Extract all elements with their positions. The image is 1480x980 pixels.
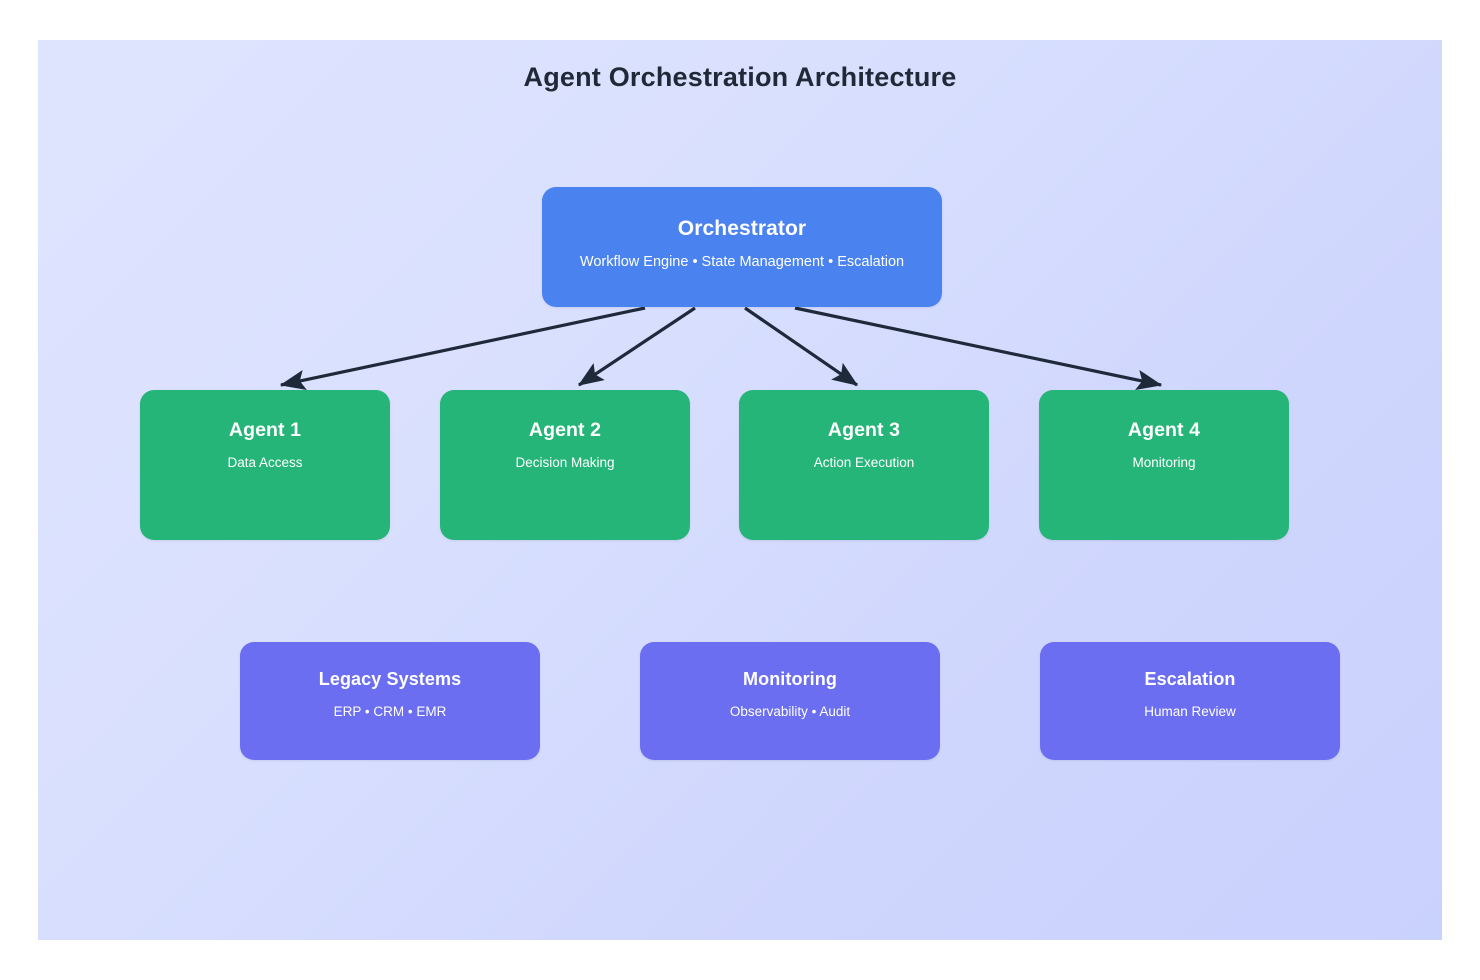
- edge-orchestrator-to-agent-2: [577, 306, 696, 387]
- node-agent-2-title: Agent 2: [528, 419, 602, 441]
- node-legacy-systems-subtitle: ERP • CRM • EMR: [333, 703, 447, 719]
- node-legacy-systems[interactable]: Legacy Systems ERP • CRM • EMR: [240, 642, 540, 760]
- node-escalation[interactable]: Escalation Human Review: [1040, 642, 1340, 760]
- node-orchestrator-subtitle: Workflow Engine • State Management • Esc…: [579, 254, 905, 271]
- node-monitoring-title: Monitoring: [743, 669, 837, 689]
- node-legacy-systems-title: Legacy Systems: [318, 669, 462, 689]
- edge-orchestrator-to-agent-1: [279, 306, 646, 390]
- node-agent-1-subtitle: Data Access: [227, 455, 303, 471]
- node-escalation-subtitle: Human Review: [1144, 703, 1236, 719]
- edge-orchestrator-to-agent-4: [794, 306, 1163, 391]
- node-orchestrator[interactable]: Orchestrator Workflow Engine • State Man…: [542, 187, 942, 307]
- node-agent-2[interactable]: Agent 2 Decision Making: [440, 390, 690, 540]
- node-agent-3-title: Agent 3: [827, 419, 901, 441]
- node-agent-3[interactable]: Agent 3 Action Execution: [739, 390, 989, 540]
- node-escalation-title: Escalation: [1144, 669, 1236, 689]
- diagram-panel: Agent Orchestration Architecture Orchest…: [38, 40, 1442, 940]
- node-orchestrator-title: Orchestrator: [677, 217, 807, 240]
- node-agent-1-title: Agent 1: [228, 419, 302, 441]
- node-agent-2-subtitle: Decision Making: [515, 455, 615, 471]
- node-agent-3-subtitle: Action Execution: [813, 455, 915, 471]
- node-agent-4[interactable]: Agent 4 Monitoring: [1039, 390, 1289, 540]
- node-agent-1[interactable]: Agent 1 Data Access: [140, 390, 390, 540]
- node-monitoring-subtitle: Observability • Audit: [729, 703, 851, 719]
- node-monitoring[interactable]: Monitoring Observability • Audit: [640, 642, 940, 760]
- page-title: Agent Orchestration Architecture: [523, 62, 957, 92]
- edge-orchestrator-to-agent-3: [744, 306, 859, 387]
- node-agent-4-subtitle: Monitoring: [1132, 455, 1196, 471]
- node-agent-4-title: Agent 4: [1127, 419, 1201, 441]
